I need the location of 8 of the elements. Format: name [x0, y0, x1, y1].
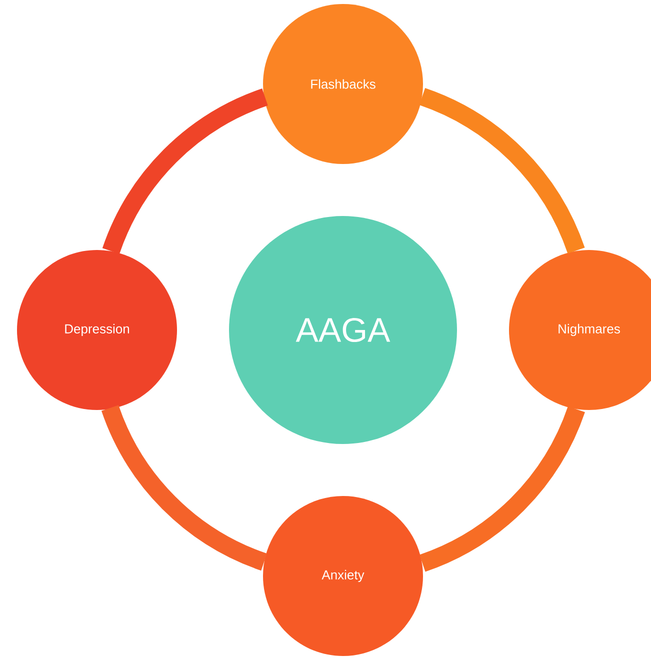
ring-arc — [419, 406, 585, 572]
ring-arc — [419, 88, 585, 254]
ring-arc — [102, 404, 268, 570]
circle-node: Depression — [17, 250, 177, 410]
circle-node: AAGA — [229, 216, 457, 444]
ring-arc — [102, 88, 268, 254]
circle-node: Flashbacks — [263, 4, 423, 164]
circle-node: Anxiety — [263, 496, 423, 656]
